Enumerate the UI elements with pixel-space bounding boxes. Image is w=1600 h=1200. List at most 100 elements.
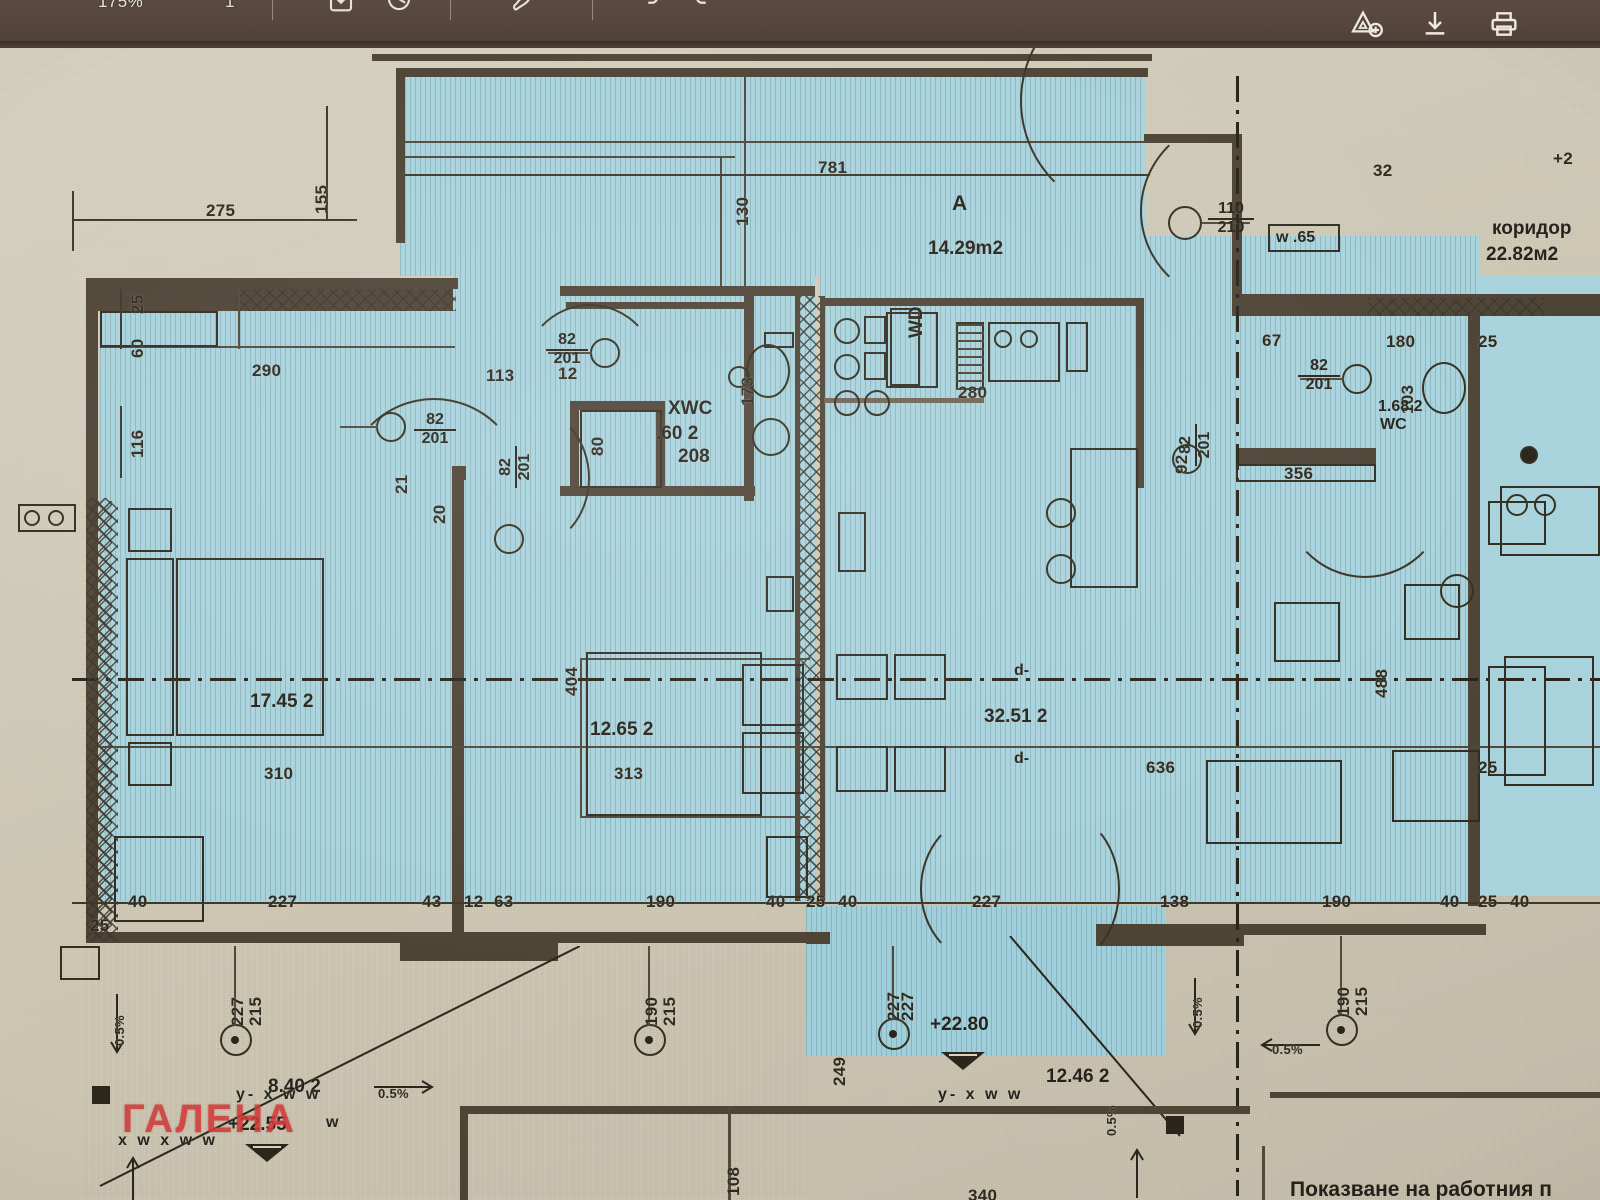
dimline-left-1 <box>120 289 122 349</box>
dim-138-b: 138 <box>1160 892 1190 911</box>
dim-20: 20 <box>430 504 449 524</box>
bar-stool-2 <box>1046 554 1076 584</box>
slope-arrow-left <box>106 992 128 1060</box>
point-leader-terrace <box>892 946 894 1020</box>
room-corridor-area: 22.82м2 <box>1486 244 1559 265</box>
slope-arrow-bottom-right <box>1126 1148 1148 1200</box>
level-marker-right <box>941 1052 985 1070</box>
dim-113: 113 <box>486 366 515 385</box>
dim-40-b3: 40 <box>838 892 858 911</box>
print-icon[interactable] <box>1487 8 1521 40</box>
balcony-rail-left <box>400 939 558 961</box>
slope-e: 0.5% <box>1104 1105 1119 1136</box>
shower-drain <box>728 366 750 388</box>
dim-43-b: 43 <box>422 892 442 911</box>
dim-25-left: 25 <box>128 294 147 314</box>
dim-275: 275 <box>206 201 236 220</box>
point-marker-mid-dot <box>645 1036 653 1044</box>
wall-entrance-bottom <box>560 286 815 296</box>
neighbour-burner-1 <box>1506 494 1528 516</box>
left-edge-insulation <box>86 498 112 938</box>
dining-chair-1 <box>836 654 888 700</box>
window-band-left <box>110 293 230 309</box>
door-tag-entrance-w: 110 <box>1208 200 1254 220</box>
door-tag-right-2-h: 201 <box>1195 431 1213 459</box>
left-fixture-dot-2 <box>48 510 64 526</box>
sofa-right <box>1206 760 1342 844</box>
dim-180: 180 <box>1386 332 1416 351</box>
bar-stool-1 <box>1046 498 1076 528</box>
hatch-note-left2: x w x w w <box>118 1132 218 1150</box>
aux-line-b <box>405 156 735 158</box>
sofa-far-right <box>1392 750 1480 822</box>
point-leader-mid <box>648 946 650 1026</box>
point-marker-terrace <box>878 1018 910 1050</box>
point-leader-right <box>1340 936 1342 1014</box>
room-bathroom-area: .60 2 <box>656 423 699 444</box>
island-counter <box>1070 448 1138 588</box>
aux-line-j <box>580 658 582 818</box>
table-middle <box>742 664 804 726</box>
wall-bottom-terrace <box>806 932 830 944</box>
door-tag-xwc-h: 201 <box>553 349 581 367</box>
door-tag-circle-xwc <box>590 338 620 368</box>
rotate-icon[interactable] <box>382 0 416 14</box>
desk-bedroom <box>100 311 218 347</box>
point-marker-left <box>220 1024 252 1056</box>
bed-headboard <box>126 558 174 736</box>
room-entrance-area: 14.29m2 <box>928 238 1004 259</box>
download-icon[interactable] <box>1418 8 1452 40</box>
door-swing-bedroom <box>344 398 524 578</box>
stair-hatch <box>956 322 984 390</box>
terrace-left-hatch <box>86 946 802 1196</box>
wall-bath-vertical <box>744 286 754 501</box>
wall-top-left-insulation <box>236 289 456 311</box>
dim-40-bl: 40 <box>128 892 148 911</box>
room-corridor-name: коридор <box>1492 218 1572 239</box>
fit-page-icon[interactable] <box>324 0 358 14</box>
window-tag-box <box>1268 224 1340 252</box>
door-tag-circle-bath <box>494 524 524 554</box>
wall-kitchen-right <box>1136 298 1144 488</box>
cabinet-middle-2 <box>766 576 794 612</box>
counter-bowl-2 <box>1020 330 1038 348</box>
redo-icon[interactable] <box>690 0 724 14</box>
point-marker-right-dot <box>1337 1026 1345 1034</box>
zone-right-strip <box>1480 276 1600 896</box>
terrace-corner-node-left <box>92 1086 110 1104</box>
dim-40-b5: 40 <box>1510 892 1530 911</box>
dimline-left-2 <box>120 406 122 478</box>
zoom-level-label[interactable]: 175% <box>98 0 144 11</box>
door-mark-a: d- <box>1014 662 1030 679</box>
counter-bowl-1 <box>994 330 1012 348</box>
door-swing-living-2 <box>1010 814 1120 964</box>
dim-21: 21 <box>392 474 411 494</box>
dim-290: 290 <box>252 361 282 380</box>
aux-line-k <box>580 816 810 818</box>
wall-bath-bottom <box>560 486 755 496</box>
counter-top <box>988 322 1060 382</box>
nightstand-1 <box>128 508 172 552</box>
door-tag-entrance: 110 210 <box>1208 200 1254 237</box>
neighbour-counter <box>1500 486 1600 556</box>
dining-chair-4 <box>894 746 946 792</box>
wardrobe-left <box>114 836 204 922</box>
cupboard-kitchen <box>1066 322 1088 372</box>
dim-356: 356 <box>1284 464 1314 483</box>
zone-bedroom <box>100 286 455 901</box>
room-bathroom-sub: 208 <box>678 446 710 467</box>
aux-line-f <box>238 289 240 349</box>
add-comment-icon[interactable] <box>1348 8 1386 40</box>
dim-190-v2: 190 <box>1334 986 1353 1016</box>
sofa-middle <box>586 652 762 816</box>
armchair-right <box>1404 584 1460 640</box>
dim-227-c: 227 <box>884 991 903 1021</box>
wall-top-outer <box>372 54 1152 61</box>
terrace-diagonal-right <box>1000 936 1220 1196</box>
highlight-icon[interactable] <box>505 0 539 14</box>
table-middle-2 <box>742 732 804 794</box>
undo-icon[interactable] <box>630 0 664 14</box>
slope-b: 0.5% <box>378 1086 409 1101</box>
dim-155: 155 <box>312 184 331 214</box>
dim-190-b2: 190 <box>1322 892 1352 911</box>
